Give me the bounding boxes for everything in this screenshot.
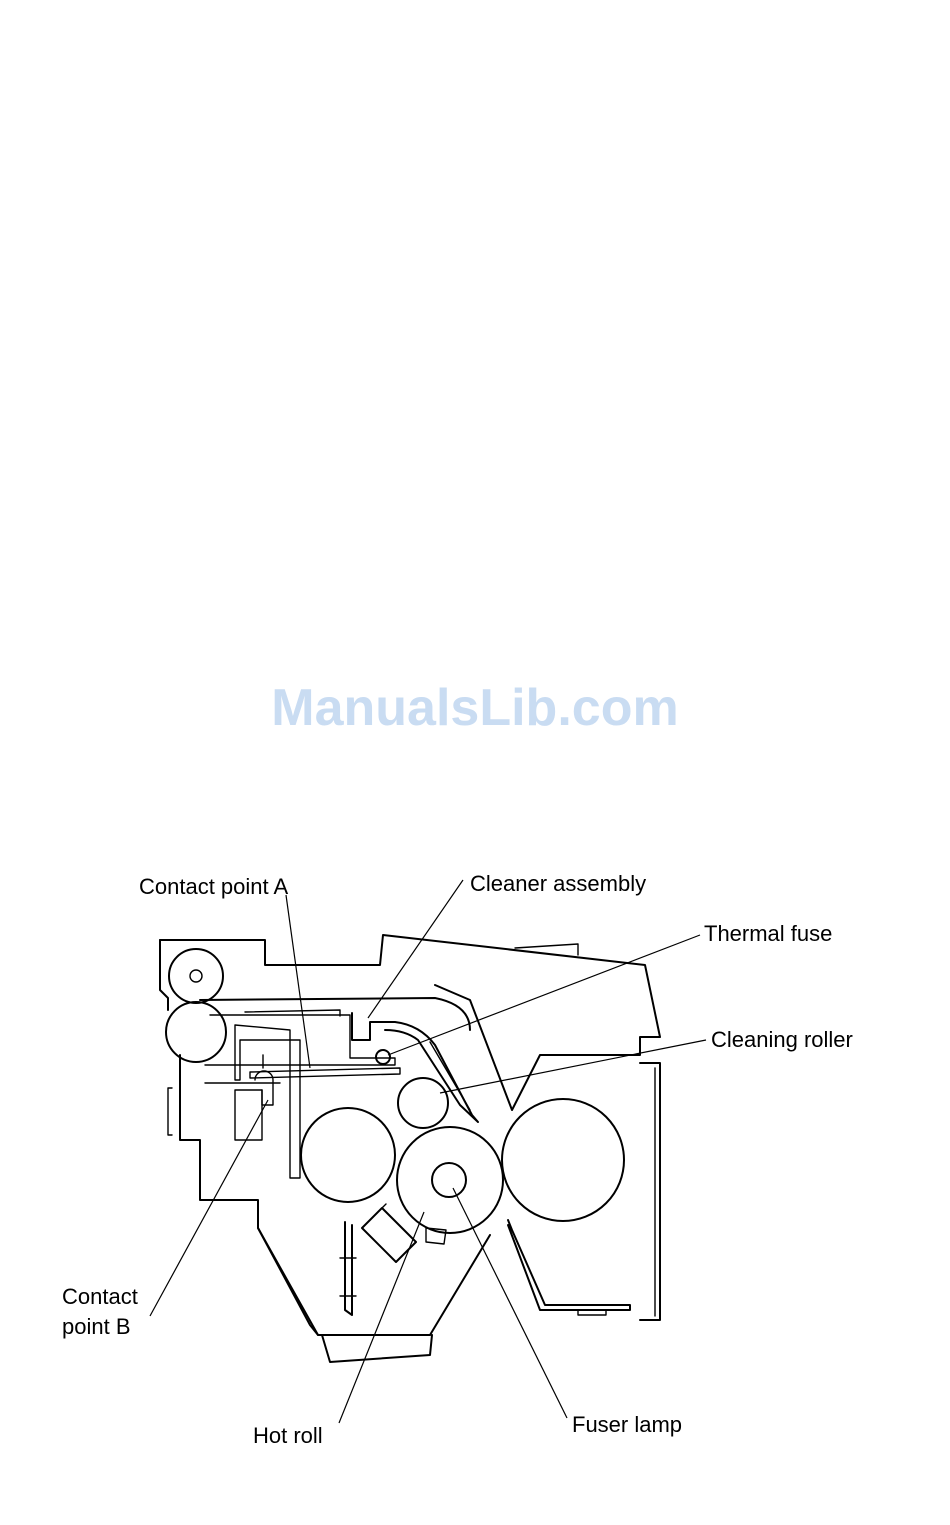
lower-left-bracket	[340, 1222, 356, 1315]
cleaner-assembly-part	[352, 1013, 478, 1122]
label-contact-point-b-line1: Contact	[62, 1284, 138, 1309]
fuser-frame	[168, 998, 490, 1362]
label-cleaning-roller: Cleaning roller	[711, 1027, 853, 1052]
pressure-roller-right	[502, 1099, 624, 1221]
fuser-lamp-part	[432, 1163, 466, 1197]
pressure-roller-left	[301, 1108, 395, 1202]
thermal-fuse-part	[376, 1050, 390, 1064]
label-contact-point-b-line2: point B	[62, 1314, 131, 1339]
cleaning-roller-part	[398, 1078, 448, 1128]
upper-feed-roller	[169, 949, 223, 1003]
label-cleaner-assembly: Cleaner assembly	[470, 871, 646, 896]
label-thermal-fuse: Thermal fuse	[704, 921, 832, 946]
exit-guide	[508, 1220, 630, 1315]
lower-feed-roller	[166, 1002, 226, 1062]
fuser-top-cover	[160, 935, 660, 1110]
leader-cleaning-roller	[440, 1040, 706, 1093]
label-contact-point-a: Contact point A	[139, 874, 289, 899]
label-fuser-lamp: Fuser lamp	[572, 1412, 682, 1437]
right-side-frame	[640, 1063, 660, 1320]
sensor-block	[362, 1204, 446, 1262]
label-hot-roll: Hot roll	[253, 1423, 323, 1448]
hot-roll-part	[397, 1127, 503, 1233]
